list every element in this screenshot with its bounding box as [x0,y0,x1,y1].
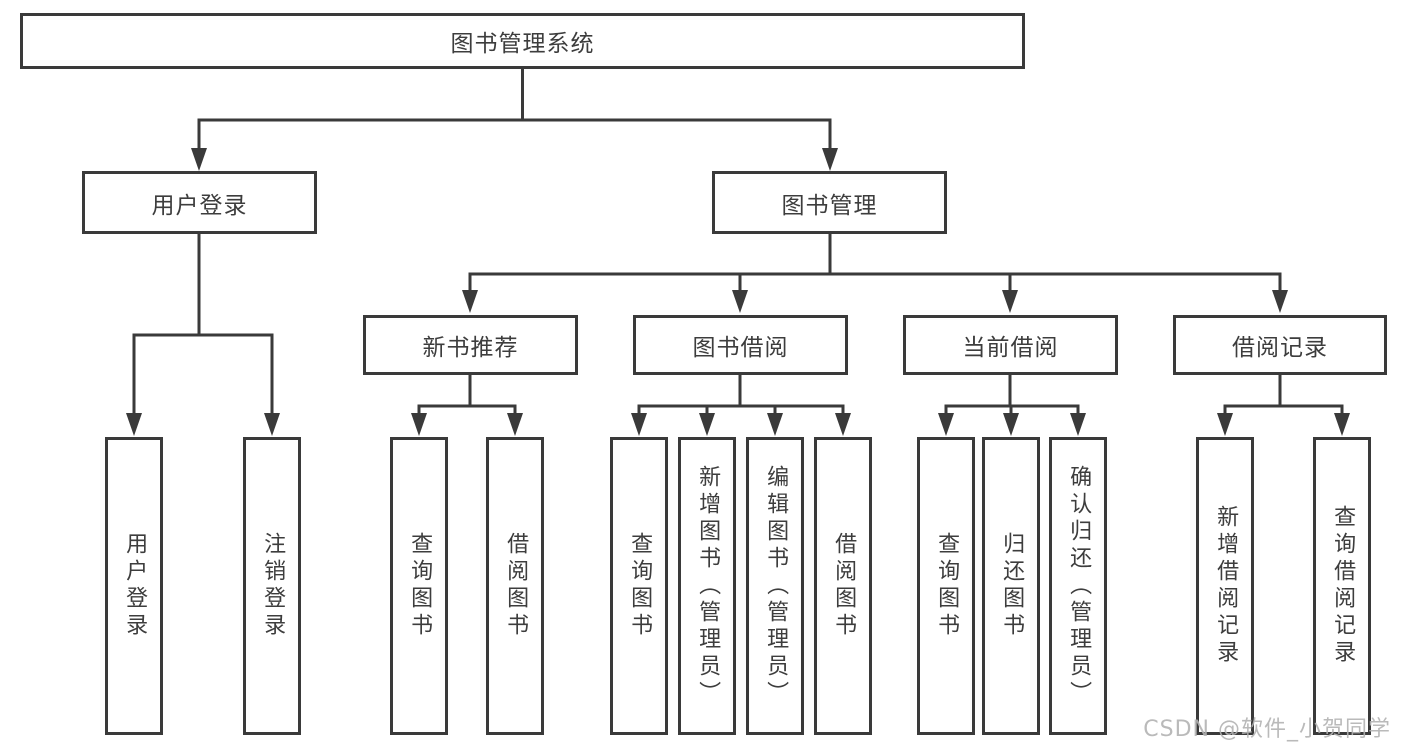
arrow-down-icon [1334,413,1350,436]
connector-root-to-level2 [197,65,832,152]
node-new-book-recommendation: 新书推荐 [363,315,578,375]
arrow-down-icon [462,290,478,313]
leaf-user-login: 用户登录 [105,437,163,735]
leaf-edit-book-admin: 编辑图书（管理员） [746,437,804,735]
arrow-down-icon [835,413,851,436]
connector-book-borrowing-to-leaves [637,373,845,417]
csdn-watermark: CSDN @软件_小贺同学 [1143,717,1391,742]
arrow-down-icon [767,413,783,436]
leaf-confirm-return-admin: 确认归还（管理员） [1049,437,1107,735]
node-book-borrowing: 图书借阅 [633,315,848,375]
arrow-down-icon [1002,290,1018,313]
arrow-down-icon [1272,290,1288,313]
leaf-add-book-admin: 新增图书（管理员） [678,437,736,735]
arrow-down-icon [507,413,523,436]
leaf-search-books-current: 查询图书 [917,437,975,735]
leaf-borrow-books: 借阅图书 [814,437,872,735]
connector-current-borrowing-to-leaves [944,373,1080,417]
arrow-down-icon [822,148,838,171]
leaf-add-borrow-record: 新增借阅记录 [1196,437,1254,735]
node-borrowing-records: 借阅记录 [1173,315,1387,375]
arrow-down-icon [1070,413,1086,436]
arrow-down-icon [126,413,142,436]
leaf-search-borrow-record: 查询借阅记录 [1313,437,1371,735]
arrow-down-icon [411,413,427,436]
node-library-management-system: 图书管理系统 [20,13,1025,69]
arrow-down-icon [732,290,748,313]
arrow-down-icon [1217,413,1233,436]
arrow-down-icon [631,413,647,436]
arrow-down-icon [191,148,207,171]
leaf-search-books-recommend: 查询图书 [390,437,448,735]
leaf-search-books-borrowing: 查询图书 [610,437,668,735]
arrow-down-icon [264,413,280,436]
leaf-borrow-books-recommend: 借阅图书 [486,437,544,735]
connector-borrowing-records-to-leaves [1223,373,1344,417]
arrow-down-icon [1003,413,1019,436]
connector-user-login-to-leaves [132,232,274,417]
leaf-return-books: 归还图书 [982,437,1040,735]
connector-book-management-to-groups [468,232,1282,295]
leaf-logout: 注销登录 [243,437,301,735]
node-user-login: 用户登录 [82,171,317,234]
node-book-management: 图书管理 [712,171,947,234]
arrow-down-icon [938,413,954,436]
connector-new-book-to-leaves [417,373,517,417]
node-current-borrowing: 当前借阅 [903,315,1118,375]
arrow-down-icon [699,413,715,436]
